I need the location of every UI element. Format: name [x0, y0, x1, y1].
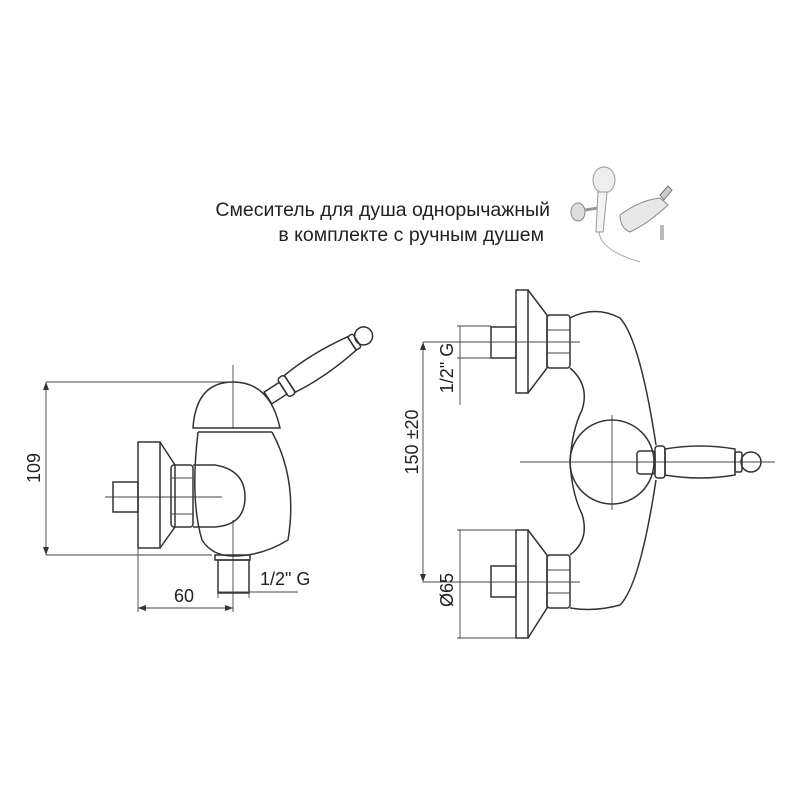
- product-title-line-2: в комплекте с ручным душем: [278, 224, 544, 246]
- depth-dimension-label: 60: [174, 586, 194, 606]
- product-title-line-1: Смеситель для душа однорычажный: [215, 199, 550, 221]
- inlet-thread-label: 1/2" G: [437, 343, 457, 393]
- side-view: 109 60: [24, 326, 374, 612]
- front-view: 1/2" G 150 ±20 Ø65: [402, 289, 775, 639]
- flange-diameter-label: Ø65: [437, 573, 457, 607]
- shower-mixer-photo-icon: [570, 166, 673, 263]
- outlet-thread-label: 1/2" G: [260, 569, 310, 589]
- height-dimension-label: 109: [24, 453, 44, 483]
- center-distance-label: 150 ±20: [402, 410, 422, 475]
